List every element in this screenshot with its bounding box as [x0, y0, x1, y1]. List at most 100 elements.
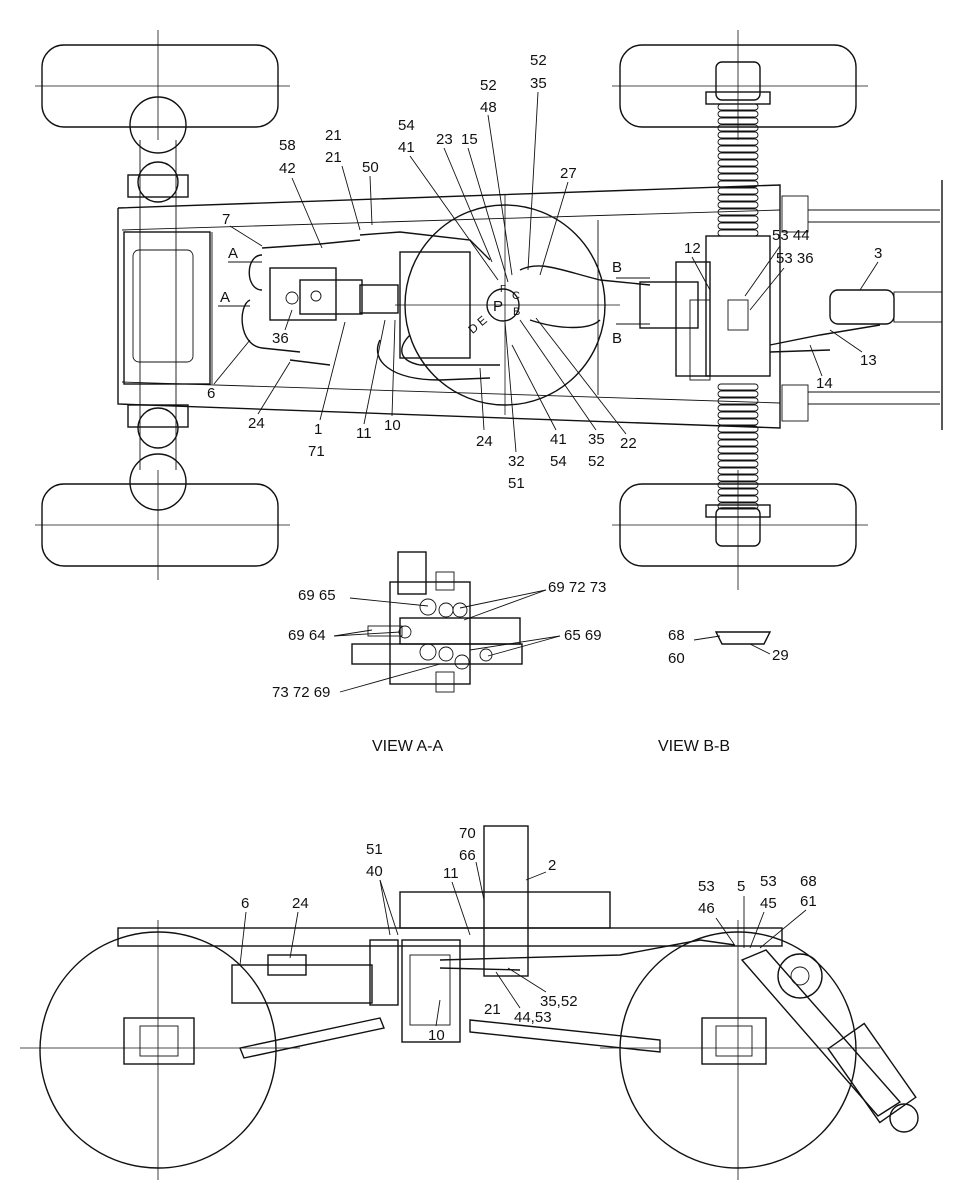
axle-rib	[717, 460, 759, 468]
axle-rib	[717, 418, 759, 426]
callout-32: 32	[508, 453, 525, 470]
drive-coupler	[639, 261, 943, 377]
callout-69-64: 69 64	[288, 627, 326, 644]
callout-14: 14	[816, 375, 833, 392]
callout-23: 23	[436, 131, 453, 148]
callout-51: 51	[508, 475, 525, 492]
axle-rib	[717, 145, 759, 153]
callout-5: 5	[737, 878, 745, 895]
view-b-b-title: VIEW B-B	[658, 738, 730, 755]
axle-rib	[717, 439, 759, 447]
axle-rib	[717, 481, 759, 489]
callout-24: 24	[248, 415, 265, 432]
callout-54: 54	[398, 117, 415, 134]
axle-rib	[717, 138, 759, 146]
axle-rib	[717, 229, 759, 237]
pump-valve-block	[269, 267, 399, 321]
callout-60: 60	[668, 650, 685, 667]
callout-53: 53	[760, 873, 777, 890]
axle-rib	[717, 117, 759, 125]
callout-3: 3	[874, 245, 882, 262]
callout-21: 21	[325, 127, 342, 144]
axle-rib	[717, 131, 759, 139]
callout-35-52: 35,52	[540, 993, 578, 1010]
callout-24: 24	[476, 433, 493, 450]
view-b-b: 68 60 29 VIEW B-B	[658, 627, 789, 755]
axle-rib	[717, 124, 759, 132]
section-markers: A A B B	[218, 245, 650, 347]
top-view-callouts: 52 35 52 48 54 41 23 15 21 21 50 58 42 2…	[207, 52, 882, 492]
view-a-a-title: VIEW A-A	[372, 738, 443, 755]
side-elevation-view: 70 66 2 51 40 11 6 24 10 21 44,53 35,52 …	[20, 825, 919, 1180]
callout-2: 2	[548, 857, 556, 874]
axle-rib	[717, 173, 759, 181]
callout-6: 6	[207, 385, 215, 402]
callout-41: 41	[550, 431, 567, 448]
axle-rib	[717, 467, 759, 475]
callout-21: 21	[325, 149, 342, 166]
rotary-joint: P C B F D E	[465, 284, 520, 337]
callout-1: 1	[314, 421, 322, 438]
callout-58: 58	[279, 137, 296, 154]
axle-rib	[717, 383, 759, 391]
svg-text:B: B	[513, 306, 520, 318]
axle-rib	[717, 446, 759, 454]
callout-68: 68	[800, 873, 817, 890]
callout-65-69: 65 69	[564, 627, 602, 644]
svg-text:A: A	[228, 245, 238, 262]
turntable-circle	[395, 195, 620, 415]
right-axle	[689, 61, 771, 547]
axle-rib	[717, 432, 759, 440]
callout-7: 7	[222, 211, 230, 228]
callout-48: 48	[480, 99, 497, 116]
axle-rib	[717, 222, 759, 230]
front-right-wheel	[612, 30, 868, 140]
callout-15: 15	[461, 131, 478, 148]
axle-rib	[717, 194, 759, 202]
axle-rib	[717, 110, 759, 118]
view-a-a: 69 65 69 72 73 69 64 65 69 73 72 69 VIEW…	[272, 551, 606, 755]
callout-51: 51	[366, 841, 383, 858]
callout-71: 71	[308, 443, 325, 460]
callout-68: 68	[668, 627, 685, 644]
front-left-wheel	[35, 30, 290, 140]
axle-rib	[717, 502, 759, 510]
callout-69-65: 69 65	[298, 587, 336, 604]
callout-35: 35	[588, 431, 605, 448]
callout-6: 6	[241, 895, 249, 912]
svg-text:P: P	[493, 298, 503, 315]
callout-52: 52	[530, 52, 547, 69]
callout-10: 10	[428, 1027, 445, 1044]
svg-text:B: B	[612, 330, 622, 347]
callout-44-53: 44,53	[514, 1009, 552, 1026]
callout-35: 35	[530, 75, 547, 92]
top-view-leaders	[213, 91, 879, 453]
callout-11: 11	[443, 865, 459, 882]
axle-rib	[717, 390, 759, 398]
callout-24: 24	[292, 895, 309, 912]
callout-12: 12	[684, 240, 701, 257]
rear-right-wheel	[612, 470, 868, 590]
axle-rib	[717, 201, 759, 209]
svg-text:C: C	[512, 290, 520, 302]
swivel-housing	[399, 251, 471, 359]
callout-52: 52	[588, 453, 605, 470]
callout-70: 70	[459, 825, 476, 842]
callout-27: 27	[560, 165, 577, 182]
callout-53: 53	[698, 878, 715, 895]
axle-rib	[717, 453, 759, 461]
axle-rib	[717, 404, 759, 412]
rear-left-wheel	[35, 470, 290, 580]
axle-rib	[717, 187, 759, 195]
callout-13: 13	[860, 352, 877, 369]
axle-rib	[717, 411, 759, 419]
svg-text:A: A	[220, 289, 230, 306]
axle-rib	[717, 159, 759, 167]
callout-22: 22	[620, 435, 637, 452]
svg-text:D E: D E	[465, 313, 489, 337]
callout-50: 50	[362, 159, 379, 176]
axle-rib	[717, 488, 759, 496]
axle-rib	[717, 103, 759, 111]
